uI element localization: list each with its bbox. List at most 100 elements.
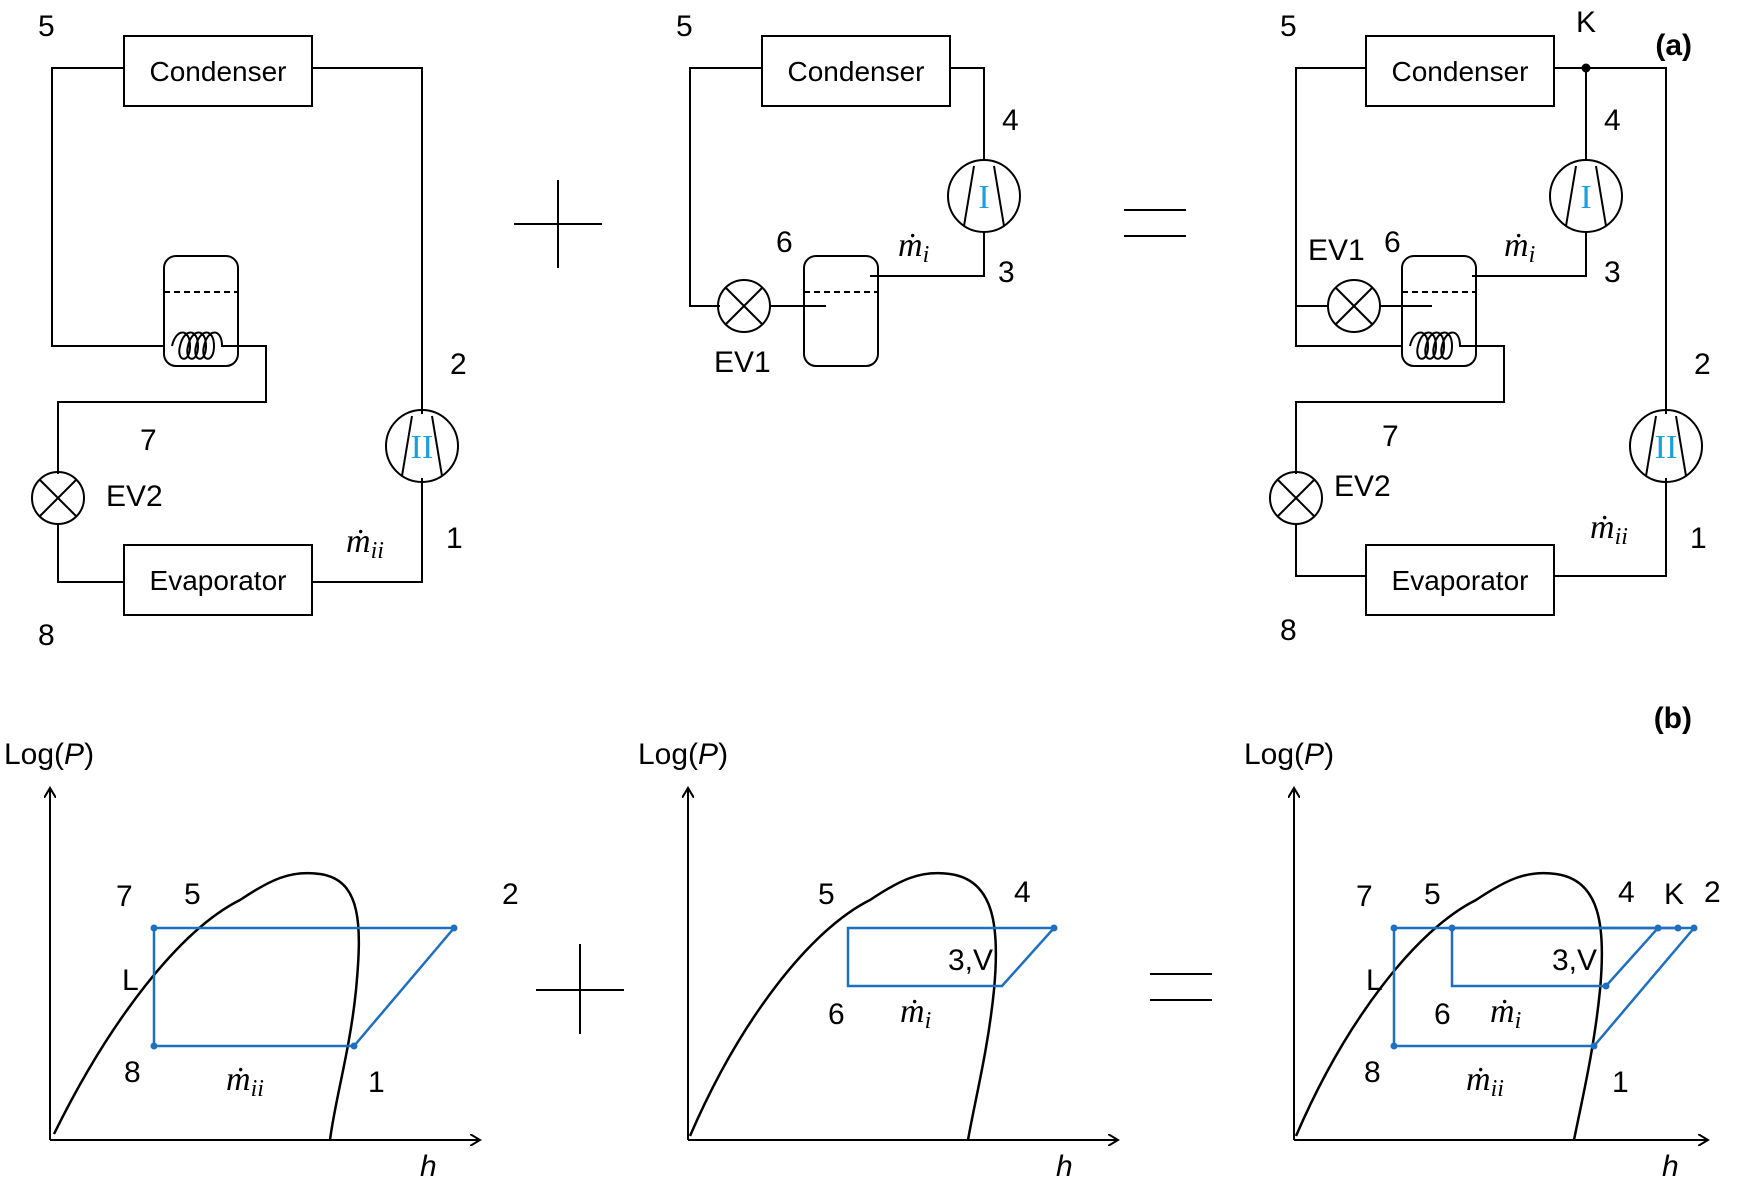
- state-7: 7: [140, 424, 157, 457]
- pipe: [57, 524, 124, 583]
- ev2-label: EV2: [1334, 470, 1391, 503]
- x-axis-label: h: [420, 1150, 437, 1182]
- compressor-icon: [385, 409, 459, 483]
- state-4: 4: [1604, 104, 1621, 137]
- state-5: 5: [38, 10, 55, 43]
- refrigeration-cycle: [152, 926, 457, 1048]
- state-7: 7: [116, 880, 133, 913]
- state-5: 5: [818, 878, 835, 911]
- ph-diagram-low-stage: Log(P) h 7 5 2 L 8 ṁii 1: [4, 738, 519, 1182]
- state-2: 2: [450, 348, 467, 381]
- condenser-box: [123, 35, 313, 107]
- ev2-label: EV2: [106, 480, 163, 513]
- pipe: [689, 67, 762, 307]
- state-6: 6: [1384, 226, 1401, 259]
- state-5: 5: [1280, 10, 1297, 43]
- state-7: 7: [1382, 420, 1399, 453]
- state-3v: 3,V: [948, 944, 993, 977]
- state-2: 2: [502, 878, 519, 911]
- y-axis-label: Log(P): [638, 738, 728, 771]
- state-2: 2: [1694, 348, 1711, 381]
- saturation-dome: [1294, 871, 1604, 1141]
- circuit-high-stage: Condenser I EV1 5 4 6 3 ṁi: [676, 10, 1021, 379]
- state-8: 8: [1280, 614, 1297, 647]
- state-8: 8: [38, 619, 55, 652]
- ev1-label: EV1: [714, 346, 771, 379]
- ph-diagram-high-stage: Log(P) h 5 4 3,V 6 ṁi: [638, 738, 1118, 1182]
- mass-flow-i: ṁi: [1504, 227, 1535, 268]
- state-5: 5: [1424, 878, 1441, 911]
- pipe: [1554, 478, 1667, 577]
- compressor-ii-label: II: [411, 429, 434, 466]
- plus-operator: [514, 180, 602, 268]
- mass-flow-i: ṁi: [1490, 993, 1521, 1034]
- ph-diagram-combined: Log(P) h 7 5 4 K 2 L 3,V 6 ṁi 8 ṁii 1: [1244, 738, 1721, 1182]
- state-5: 5: [184, 878, 201, 911]
- state-4: 4: [1002, 104, 1019, 137]
- mass-flow-i: ṁi: [898, 227, 929, 268]
- condenser-label: Condenser: [1392, 56, 1529, 87]
- plus-operator: [536, 944, 624, 1034]
- pipe: [1554, 67, 1667, 414]
- state-3: 3: [998, 256, 1015, 289]
- equals-operator: [1150, 973, 1212, 1001]
- state-7: 7: [1356, 880, 1373, 913]
- state-k: K: [1664, 878, 1684, 911]
- mass-flow-ii: ṁii: [346, 523, 384, 564]
- circuit-low-stage: Condenser EV2 Evaporator II 5 2 7 1 8 ṁi…: [31, 10, 467, 652]
- pipe: [870, 232, 985, 277]
- state-4: 4: [1618, 876, 1635, 909]
- state-8: 8: [1364, 1056, 1381, 1089]
- coil-icon: [1409, 331, 1476, 360]
- coil-icon: [171, 331, 238, 360]
- flash-tank-icon: [803, 255, 879, 367]
- pipe: [1472, 232, 1587, 277]
- mass-flow-ii: ṁii: [1590, 509, 1628, 550]
- evaporator-label: Evaporator: [150, 565, 287, 596]
- state-1: 1: [1612, 1066, 1629, 1099]
- equals-operator: [1124, 209, 1186, 237]
- evaporator-box: [1365, 544, 1555, 616]
- state-1: 1: [446, 522, 463, 555]
- panel-label-a: (a): [1655, 29, 1692, 62]
- refrigeration-cycle: [846, 926, 1057, 988]
- expansion-valve-icon: [1327, 279, 1381, 333]
- compressor-i-label: I: [1580, 179, 1591, 216]
- y-axis-label: Log(P): [1244, 738, 1334, 771]
- state-2: 2: [1704, 876, 1721, 909]
- pipe: [950, 67, 985, 160]
- pipe: [51, 67, 164, 347]
- condenser-label: Condenser: [150, 56, 287, 87]
- ev1-label: EV1: [1308, 234, 1365, 267]
- expansion-valve-icon: [717, 279, 771, 333]
- x-axis-label: h: [1662, 1150, 1679, 1182]
- state-l: L: [122, 964, 139, 997]
- state-3: 3: [1604, 256, 1621, 289]
- evaporator-box: [123, 544, 313, 616]
- pipe: [312, 67, 423, 414]
- pipe: [1295, 524, 1366, 577]
- pipe: [1295, 345, 1505, 474]
- expansion-valve-icon: [1269, 471, 1323, 525]
- compressor-ii-label: II: [1655, 429, 1678, 466]
- state-6: 6: [828, 998, 845, 1031]
- condenser-label: Condenser: [788, 56, 925, 87]
- saturation-dome: [52, 871, 361, 1141]
- state-1: 1: [1690, 522, 1707, 555]
- pipe: [312, 478, 423, 583]
- saturation-dome: [688, 871, 998, 1141]
- compressor-i-label: I: [978, 179, 989, 216]
- junction-dot-icon: [1581, 63, 1591, 73]
- mass-flow-i: ṁi: [900, 993, 931, 1034]
- x-axis-label: h: [1056, 1150, 1073, 1182]
- state-3v: 3,V: [1552, 944, 1597, 977]
- expansion-valve-icon: [31, 471, 85, 525]
- state-8: 8: [124, 1056, 141, 1089]
- circuit-combined: Condenser I EV2: [1269, 6, 1711, 647]
- state-5: 5: [676, 10, 693, 43]
- pipe: [57, 345, 267, 474]
- state-1: 1: [368, 1066, 385, 1099]
- evaporator-label: Evaporator: [1392, 565, 1529, 596]
- pipe: [1295, 67, 1402, 347]
